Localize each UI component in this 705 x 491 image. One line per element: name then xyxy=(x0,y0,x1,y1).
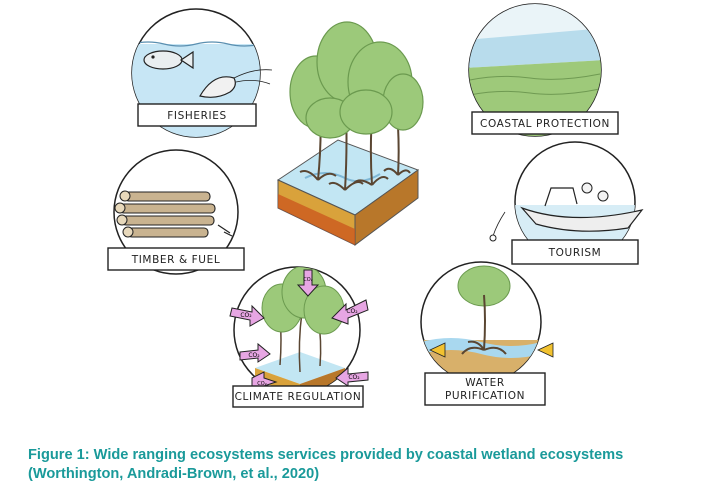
co2-arrow: CO₂ xyxy=(335,366,369,387)
timber-fuel-label: TIMBER & FUEL xyxy=(131,254,221,266)
fisheries-label: FISHERIES xyxy=(167,110,226,122)
water-purification-label-line2: PURIFICATION xyxy=(445,390,525,402)
svg-text:CO₂: CO₂ xyxy=(257,381,266,387)
water-purification-vignette: WATER PURIFICATION xyxy=(420,261,554,406)
figure-caption: Figure 1: Wide ranging ecosystems servic… xyxy=(28,446,698,484)
climate-regulation-label-box xyxy=(232,385,364,408)
fisheries-label-box xyxy=(137,103,257,127)
water-purification-label-line1: WATER xyxy=(465,377,505,389)
svg-text:CO₂: CO₂ xyxy=(240,312,252,319)
caption-line-1: Figure 1: Wide ranging ecosystems servic… xyxy=(28,447,624,463)
tourism-label: TOURISM xyxy=(548,247,602,259)
water-purification-label-box xyxy=(424,372,546,406)
timber-fuel-vignette: TIMBER & FUEL xyxy=(107,149,245,275)
fish-icon xyxy=(143,50,194,70)
svg-text:CO₂: CO₂ xyxy=(248,352,260,359)
fisheries-vignette: FISHERIES xyxy=(131,8,273,138)
ecosystem-services-diagram: FISHERIES COASTAL PROTECTION xyxy=(107,3,644,408)
tourism-vignette: TOURISM xyxy=(489,141,644,265)
log-pile-icon xyxy=(114,190,233,238)
climate-regulation-label: CLIMATE REGULATION xyxy=(235,391,362,403)
co2-arrows: CO₂ CO₂ CO₂ CO₂ CO₂ CO₂ xyxy=(229,269,369,393)
caption-line-2: (Worthington, Andradi-Brown, et al., 202… xyxy=(28,466,320,482)
climate-regulation-vignette: CO₂ CO₂ CO₂ CO₂ CO₂ CO₂ xyxy=(229,266,369,408)
coastal-protection-label: COASTAL PROTECTION xyxy=(480,118,610,130)
svg-text:CO₂: CO₂ xyxy=(346,308,358,315)
co2-arrow: CO₂ xyxy=(229,304,265,327)
co2-arrow: CO₂ xyxy=(296,269,320,297)
svg-text:CO₂: CO₂ xyxy=(348,374,360,381)
tourism-label-box xyxy=(511,239,639,265)
coastal-protection-label-box xyxy=(471,111,619,135)
shrimp-icon xyxy=(199,69,273,98)
svg-text:CO₂: CO₂ xyxy=(303,277,312,283)
co2-arrow: CO₂ xyxy=(239,342,271,363)
timber-fuel-label-box xyxy=(107,247,245,271)
boat-icon xyxy=(489,182,644,242)
co2-arrow: CO₂ xyxy=(331,299,369,325)
coastal-protection-vignette: COASTAL PROTECTION xyxy=(468,3,619,137)
central-mangrove-illustration xyxy=(276,21,424,246)
